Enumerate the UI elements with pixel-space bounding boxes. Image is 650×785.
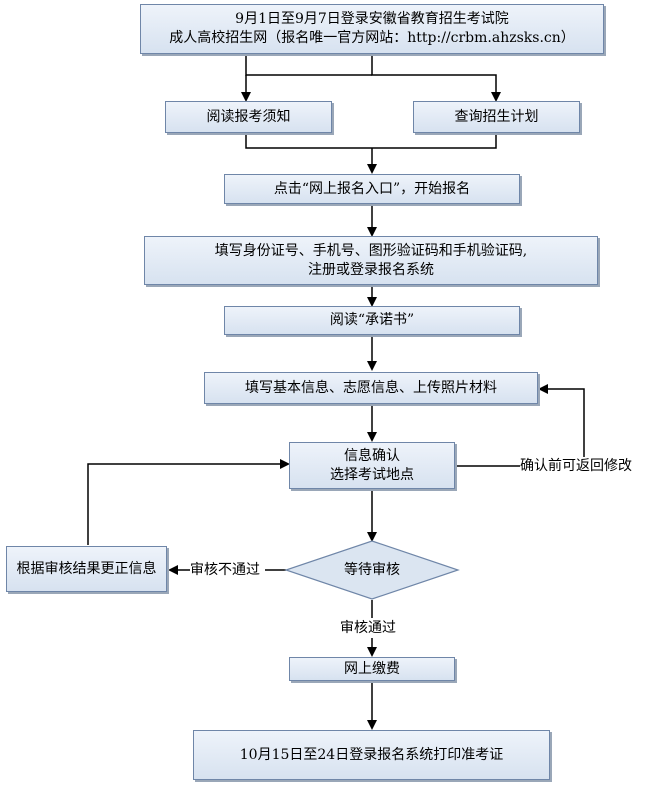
click-entry-label: 点击“网上报名入口”，开始报名 [273, 180, 471, 197]
read-pledge-label: 阅读“承诺书” [329, 312, 415, 328]
connector-merge-right [372, 134, 497, 149]
correct-info-label: 根据审核结果更正信息 [16, 560, 157, 577]
register-line2: 注册或登录报名系统 [308, 261, 434, 278]
connector-login-split [245, 55, 372, 76]
pay-box: 网上缴费 [289, 657, 455, 681]
connector-merge-left [245, 134, 372, 149]
confirm-box: 信息确认 选择考试地点 [289, 442, 455, 489]
connector-split-right [371, 55, 501, 102]
read-pledge-box: 阅读“承诺书” [224, 306, 520, 335]
review-passed-label: 审核通过 [340, 619, 396, 637]
login-step-box: 9月1日至9月7日登录安徽省教育招生考试院 成人高校招生网（报名唯一官方网站：h… [140, 4, 604, 54]
click-entry-box: 点击“网上报名入口”，开始报名 [224, 174, 520, 204]
fill-info-box: 填写基本信息、志愿信息、上传照片材料 [204, 372, 538, 404]
pay-label: 网上缴费 [344, 660, 400, 677]
query-plan-box: 查询招生计划 [413, 101, 580, 133]
confirm-line1: 信息确认 [344, 447, 400, 464]
print-ticket-box: 10月15日至24日登录报名系统打印准考证 [193, 730, 550, 780]
register-line1: 填写身份证号、手机号、图形验证码和手机验证码, [214, 242, 528, 259]
login-step-line1: 9月1日至9月7日登录安徽省教育招生考试院 [235, 11, 509, 27]
review-failed-label: 审核不通过 [190, 561, 260, 579]
register-box: 填写身份证号、手机号、图形验证码和手机验证码, 注册或登录报名系统 [144, 236, 598, 285]
print-ticket-label: 10月15日至24日登录报名系统打印准考证 [239, 746, 504, 763]
read-notice-box: 阅读报考须知 [165, 101, 332, 133]
login-step-line2: 成人高校招生网（报名唯一官方网站：http://crbm.ahzsks.cn） [169, 30, 575, 46]
correct-info-box: 根据审核结果更正信息 [6, 546, 167, 592]
wait-review-diamond [284, 540, 460, 600]
confirm-line2: 选择考试地点 [330, 466, 414, 483]
connector-correct-back [87, 459, 290, 545]
wait-review-label: 等待审核 [344, 562, 400, 578]
read-notice-label: 阅读报考须知 [206, 108, 291, 125]
query-plan-label: 查询招生计划 [454, 108, 539, 125]
modify-before-confirm-label: 确认前可返回修改 [520, 457, 632, 475]
connector-modify-loop-up [538, 384, 585, 460]
fill-info-label: 填写基本信息、志愿信息、上传照片材料 [245, 379, 497, 396]
